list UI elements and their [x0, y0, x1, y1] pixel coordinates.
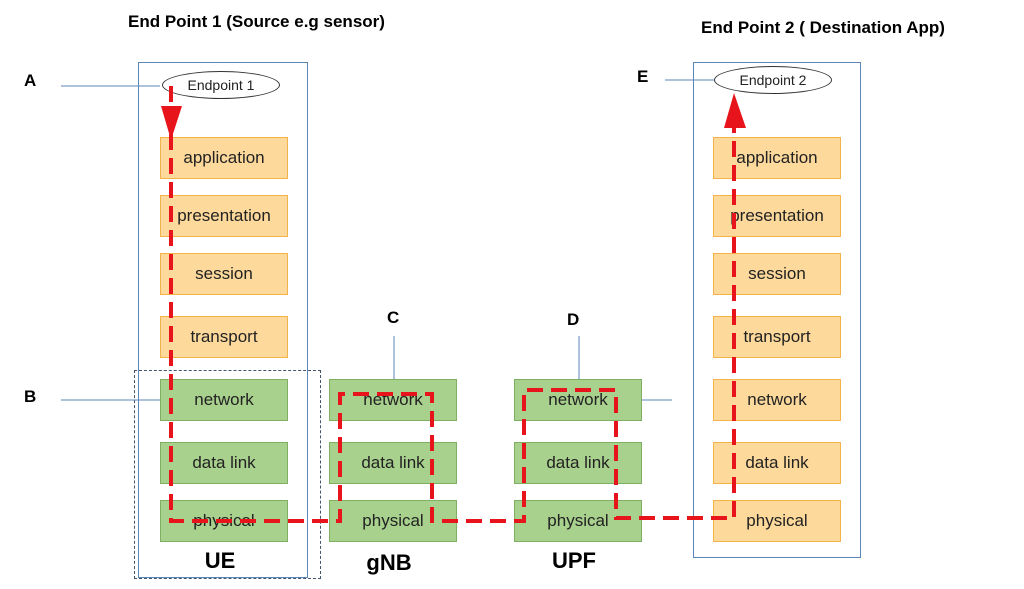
label-d: D — [567, 310, 580, 329]
endpoint1-frame — [138, 62, 308, 578]
ue-layer-network: network — [160, 379, 288, 421]
label-e: E — [637, 67, 649, 86]
ue-layer-presentation: presentation — [160, 195, 288, 237]
ue-layer-transport: transport — [160, 316, 288, 358]
endpoint1-title: End Point 1 (Source e.g sensor) — [128, 12, 385, 31]
ue-layer-data-link: data link — [160, 442, 288, 484]
label-b: B — [24, 387, 37, 406]
upf-layer-data-link: data link — [514, 442, 642, 484]
ue-layer-application: application — [160, 137, 288, 179]
gnb-layer-physical: physical — [329, 500, 457, 542]
label-a: A — [24, 71, 37, 90]
ue-layer-session: session — [160, 253, 288, 295]
upf-layer-network: network — [514, 379, 642, 421]
down-arrow-head — [161, 106, 182, 140]
label-c: C — [387, 308, 400, 327]
endpoint2-oval: Endpoint 2 — [714, 66, 832, 94]
ue-label: UE — [204, 548, 236, 573]
gnb-label: gNB — [366, 550, 412, 575]
data-flow-path — [169, 86, 736, 523]
endpoint1-oval: Endpoint 1 — [162, 71, 280, 99]
up-arrow-head — [724, 93, 746, 128]
endpoint2-title: End Point 2 ( Destination App) — [701, 18, 945, 37]
upf-label: UPF — [552, 548, 596, 573]
upf-layer-physical: physical — [514, 500, 642, 542]
gnb-layer-data-link: data link — [329, 442, 457, 484]
endpoint2-frame — [693, 62, 861, 558]
ue-dashed-frame — [134, 370, 321, 579]
